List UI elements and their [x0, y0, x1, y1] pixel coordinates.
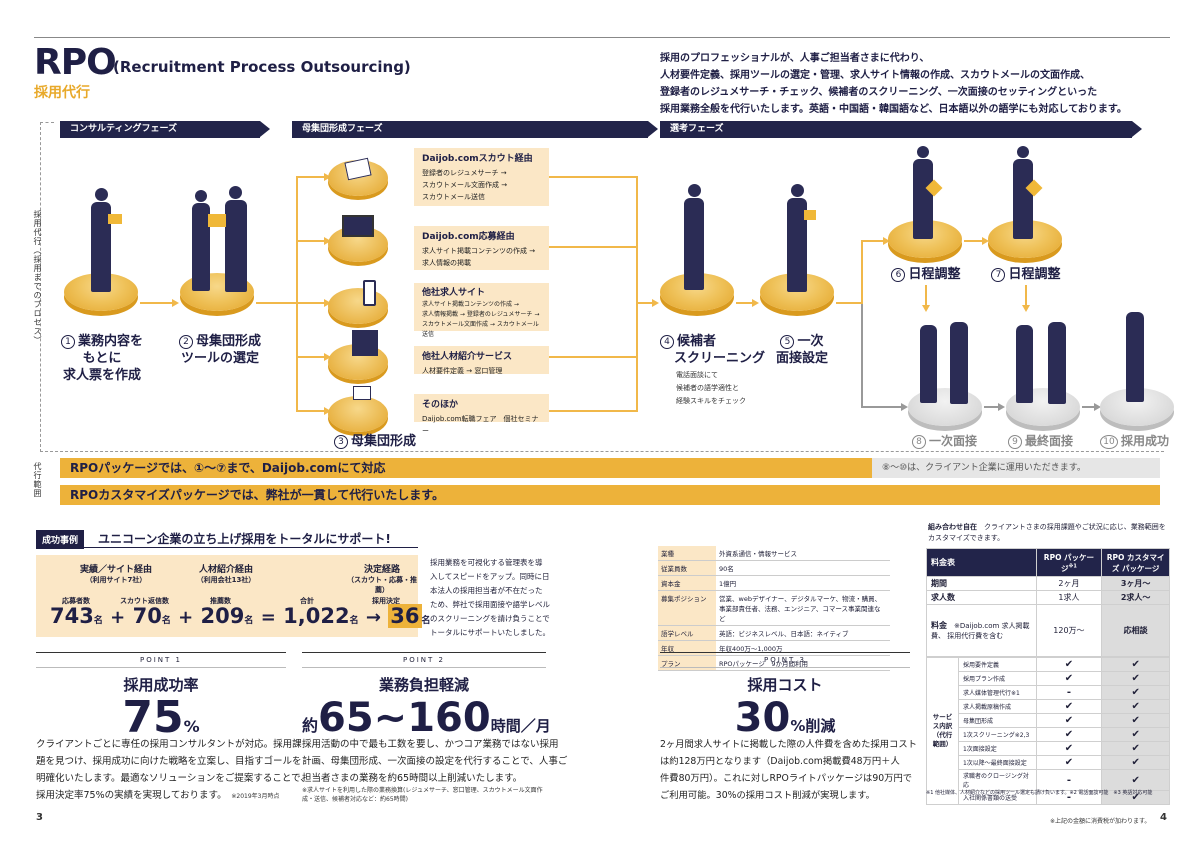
document-icon — [108, 214, 122, 224]
person-figure — [225, 200, 247, 292]
laptop-icon — [342, 215, 374, 237]
document-icon — [804, 210, 816, 220]
point2-value: 65~160 — [318, 695, 491, 741]
building-icon — [352, 330, 378, 356]
compare-footnote: ※1 他社媒体、人材紹介などの採用ツール選定も請け負います。※2 電話面談可能 … — [926, 790, 1153, 796]
point1-body: クライアントごとに専任の採用コンサルタントが対応。採用課 題を見つけ、採用成功に… — [36, 739, 310, 801]
case-description: 採用業務を可視化する管理表を導 入してスピードをアップ。同時に日 本法人の採用担… — [430, 558, 550, 637]
channel-box-other-site: 他社求人サイト 求人サイト掲載コンテンツの作成 → 求人情報掲載 → 登録者のレ… — [414, 283, 549, 338]
smartphone-icon — [363, 280, 376, 306]
case-group2: 人材紹介経由 （利用会社13社） — [196, 565, 256, 584]
point3-body: 2ヶ月間求人サイトに掲載した際の人件費を含めた採用コスト は約128万円となりま… — [660, 739, 917, 801]
compare-intro: 組み合わせ自在 クライアントさまの採用課題やご状況に応じ、業務範囲をカスタマイズ… — [928, 523, 1166, 542]
page-subtitle: (Recruitment Process Outsourcing) — [113, 58, 411, 76]
channel-box-apply: Daijob.com応募経由 求人サイト掲載コンテンツの作成 → 求人情報の掲載 — [414, 226, 549, 270]
phase-consulting: コンサルティングフェーズ — [60, 121, 270, 138]
channel-box-scout: Daijob.comスカウト経由 登録者のレジュメサーチ → スカウトメール文面… — [414, 148, 549, 206]
step4-notes: 電話面談にて 候補者の語学適性と 経験スキルをチェック — [676, 371, 746, 405]
band-client-note: ⑧〜⑩は、クライアント企業に運用いただきます。 — [872, 458, 1160, 478]
band-package: RPOパッケージでは、①〜⑦まで、Daijob.comにて対応 — [60, 458, 872, 478]
case-group1: 実績／サイト経由 （利用サイト7社） — [79, 565, 152, 584]
person-figure — [684, 198, 704, 290]
phase-population: 母集団形成フェーズ — [292, 121, 658, 138]
channel-box-other: そのほか Daijob.com転職フェア 個社セミナー — [414, 394, 549, 435]
case-total-value: 1,022 — [283, 604, 350, 628]
person-figure — [1126, 312, 1144, 402]
channel-other-site-platform — [328, 288, 388, 324]
side-label-scope: 代行範囲 — [33, 462, 42, 498]
case-applicants-value: 743 — [50, 604, 94, 628]
page-number-right: 4 — [1160, 812, 1167, 823]
intro-text: 採用のプロフェッショナルが、人事ご担当者さまに代わり、 人材要件定義、採用ツール… — [660, 53, 1127, 115]
point2: POINT 2 業務負担軽減 約65~160時間／月 — [302, 652, 551, 749]
side-label-process: 採用代行（採用までのプロセス） — [33, 210, 42, 345]
point3-value: 30 — [734, 695, 791, 741]
point2-body: 採用活動の中で最も工数を要し、かつコア業務ではない採用 計画、母集団形成、一次面… — [302, 739, 568, 784]
page-number-left: 3 — [36, 812, 43, 823]
page-title: RPO — [34, 42, 117, 83]
tax-note: ※上記の金額に消費税が加わります。 — [1050, 818, 1151, 825]
point2-note: ※求人サイトを利用した際の業務換算(レジュメサーチ、窓口管理、スカウトメール文面… — [302, 787, 543, 803]
person-figure — [913, 159, 933, 239]
compare-table: 料金表 RPO パッケージ※1 RPO カスタマイズ パッケージ 期間 2ヶ月 … — [926, 548, 1170, 805]
case-group3: 決定経路 （スカウト・応募・推薦） — [347, 565, 417, 594]
person-figure — [1048, 322, 1066, 404]
process-bracket — [40, 122, 41, 452]
top-rule — [34, 37, 1170, 38]
process-bottom-rule — [40, 451, 1164, 452]
person-figure — [1016, 325, 1033, 403]
case-decided-value: 36 — [388, 604, 422, 628]
person-figure — [91, 202, 111, 292]
person-figure — [192, 203, 210, 291]
person-figure — [1013, 159, 1033, 239]
person-figure — [787, 198, 807, 292]
presentation-board-icon — [353, 386, 371, 400]
case-scout-value: 70 — [132, 604, 162, 628]
person-figure — [920, 325, 937, 403]
point1: POINT 1 採用成功率 75% — [36, 652, 286, 750]
case-tag: 成功事例 — [36, 530, 85, 549]
document-icon — [208, 214, 226, 227]
case-title: ユニコーン企業の立ち上げ採用をトータルにサポート! — [98, 532, 391, 546]
point1-value: 75 — [122, 692, 184, 743]
band-customize: RPOカスタマイズパッケージでは、弊社が一貫して代行いたします。 — [60, 485, 1160, 505]
channel-box-agency: 他社人材紹介サービス 人材要件定義 → 窓口管理 — [414, 346, 549, 375]
channel-other-platform — [328, 396, 388, 432]
case-results-box — [36, 555, 418, 637]
point3: POINT 3 採用コスト 30%削減 — [660, 652, 910, 749]
case-referrals-value: 209 — [200, 604, 245, 628]
phase-selection: 選考フェーズ — [660, 121, 1142, 138]
page-title-jp: 採用代行 — [34, 85, 90, 101]
person-figure — [950, 322, 968, 404]
